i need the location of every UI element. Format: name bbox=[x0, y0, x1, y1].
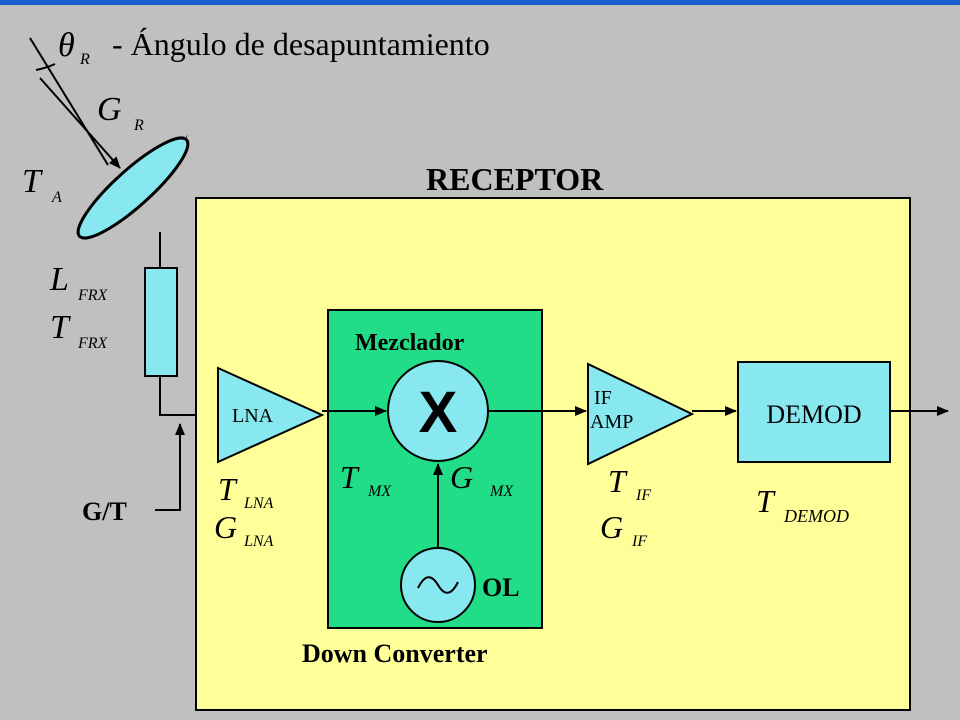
temp-mx-symbol: T bbox=[340, 459, 360, 495]
gain-if-subscript: IF bbox=[631, 533, 647, 550]
angle-arc bbox=[35, 63, 56, 71]
temp-if-symbol: T bbox=[608, 463, 628, 499]
temp-demod-subscript: DEMOD bbox=[783, 506, 849, 526]
gt-label: G/T bbox=[82, 497, 127, 526]
mixer-title: Mezclador bbox=[355, 330, 465, 356]
mixer: X bbox=[387, 360, 489, 462]
temp-mx-subscript: MX bbox=[367, 483, 392, 500]
dish-antenna bbox=[76, 134, 190, 268]
lna-labels: T LNA G LNA bbox=[214, 471, 274, 550]
gain-if-symbol: G bbox=[600, 509, 623, 545]
antenna-labels: G R T A bbox=[22, 91, 144, 206]
temp-lna-subscript: LNA bbox=[243, 495, 274, 512]
lna-label: LNA bbox=[232, 405, 274, 427]
angle-symbol: θ bbox=[58, 27, 75, 64]
sine-wave-icon bbox=[417, 576, 459, 594]
mixer-symbol: X bbox=[419, 380, 458, 445]
temp-a-subscript: A bbox=[51, 189, 62, 206]
gain-lna-symbol: G bbox=[214, 509, 237, 545]
gain-r-symbol: G bbox=[97, 91, 122, 128]
downconverter-caption: Down Converter bbox=[302, 639, 488, 668]
temp-lna-symbol: T bbox=[218, 471, 238, 507]
loss-frx-symbol: L bbox=[49, 261, 69, 298]
feeder-labels: L FRX T FRX bbox=[49, 261, 109, 352]
feeder bbox=[144, 267, 218, 416]
if-amp-label-line1: IF bbox=[594, 387, 612, 409]
if-amp-block: IF AMP bbox=[587, 362, 695, 466]
receiver-title: RECEPTOR bbox=[426, 161, 604, 197]
title: θ R - Ángulo de desapuntamiento bbox=[58, 26, 490, 68]
angle-subscript: R bbox=[79, 51, 90, 68]
temp-a-symbol: T bbox=[22, 163, 43, 200]
local-oscillator: OL bbox=[400, 547, 520, 623]
if-amp-labels: T IF G IF bbox=[600, 463, 651, 550]
temp-frx-symbol: T bbox=[50, 309, 71, 346]
demod-labels: T DEMOD bbox=[756, 483, 849, 526]
temp-if-subscript: IF bbox=[635, 487, 651, 504]
temp-frx-subscript: FRX bbox=[77, 335, 109, 352]
gain-mx-subscript: MX bbox=[489, 483, 514, 500]
mixer-labels: T MX G MX bbox=[340, 459, 514, 500]
gain-lna-subscript: LNA bbox=[243, 533, 274, 550]
gt-reference: G/T bbox=[82, 423, 185, 526]
demod-block: DEMOD bbox=[737, 361, 891, 463]
loss-frx-subscript: FRX bbox=[77, 287, 109, 304]
top-bar bbox=[0, 0, 960, 5]
lna-block: LNA bbox=[217, 366, 325, 464]
gain-r-subscript: R bbox=[133, 117, 144, 134]
if-amp-label-line2: AMP bbox=[590, 411, 633, 433]
incoming-signal bbox=[29, 37, 121, 169]
title-text: - Ángulo de desapuntamiento bbox=[112, 26, 490, 62]
oscillator-label: OL bbox=[482, 573, 520, 602]
temp-demod-symbol: T bbox=[756, 483, 776, 519]
gain-mx-symbol: G bbox=[450, 459, 473, 495]
demod-label: DEMOD bbox=[766, 400, 861, 429]
